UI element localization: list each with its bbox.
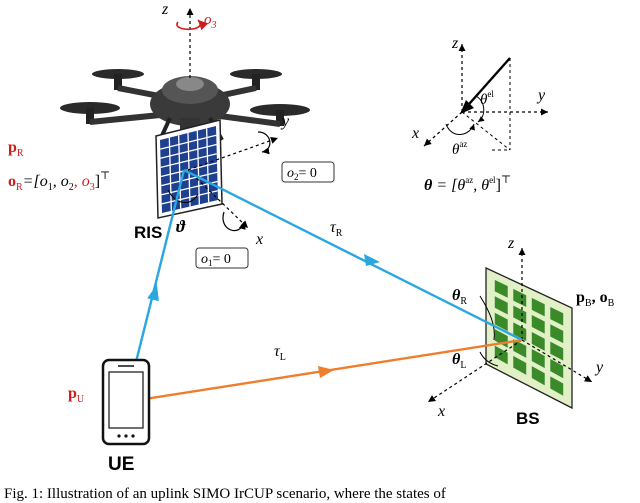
bs-label: BS xyxy=(516,409,540,428)
ue-label: UE xyxy=(108,454,134,475)
theta-l-label: θL xyxy=(452,351,466,371)
inset-z-label: z xyxy=(451,35,459,52)
inset-az-label: θaz xyxy=(452,139,467,158)
tau-r-label: τR xyxy=(330,219,343,239)
tau-l-label: τL xyxy=(274,343,286,363)
p-u-label: pU xyxy=(68,385,85,405)
o2-rotation-arc xyxy=(257,131,271,155)
vartheta-arc xyxy=(167,189,199,203)
bs-y-label: y xyxy=(594,359,604,376)
ris-label: RIS xyxy=(134,223,162,242)
inset-x-label: x xyxy=(411,125,419,142)
bs-x-axis xyxy=(427,339,523,403)
ris-x-axis xyxy=(187,169,249,229)
theta-definition: θ = [θaz, θel]⊤ xyxy=(424,174,511,194)
vartheta-label: ϑ xyxy=(176,217,186,236)
o1-zero-box xyxy=(195,247,249,269)
inset-y-label: y xyxy=(536,87,546,104)
drone-z-label: z xyxy=(161,1,169,18)
theta-l-arc xyxy=(479,351,499,367)
o2-zero-label: o2= 0 xyxy=(287,166,317,182)
ue-to-bs-arrowhead xyxy=(318,366,334,378)
inset-coordinate-system xyxy=(423,44,548,151)
ue-to-ris-arrowhead xyxy=(147,284,159,302)
inset-vector xyxy=(461,57,511,113)
o3-rotation-arc xyxy=(176,19,209,31)
ris-to-bs-path xyxy=(183,168,523,342)
bs-panel xyxy=(485,266,573,410)
figure-caption: Fig. 1: Illustration of an uplink SIMO I… xyxy=(4,486,446,502)
theta-r-arc xyxy=(479,295,495,341)
o2-zero-box xyxy=(281,161,335,183)
bs-z-label: z xyxy=(507,235,515,252)
ris-y-axis xyxy=(187,137,279,171)
inset-x-axis xyxy=(423,111,463,147)
o1-rotation-arc xyxy=(222,211,246,232)
drone xyxy=(60,69,310,141)
ris-y-label: y xyxy=(280,113,290,130)
drone-o3-label: o3 xyxy=(204,12,217,31)
o-r-expression: oR=[o1, o2, o3]⊤ xyxy=(8,170,110,193)
p-b-o-b-label: pB, oB xyxy=(576,289,615,309)
ris-to-bs-arrowhead xyxy=(364,254,380,266)
ris-x-label: x xyxy=(255,231,263,248)
ue-phone xyxy=(101,358,151,446)
o1-zero-label: o1= 0 xyxy=(201,252,231,268)
inset-el-label: θel xyxy=(480,89,494,108)
bs-y-axis xyxy=(521,339,593,383)
ris-panel xyxy=(155,119,223,219)
theta-r-label: θR xyxy=(452,287,467,307)
bs-x-label: x xyxy=(437,403,445,420)
p-r-label: pR xyxy=(8,139,24,159)
